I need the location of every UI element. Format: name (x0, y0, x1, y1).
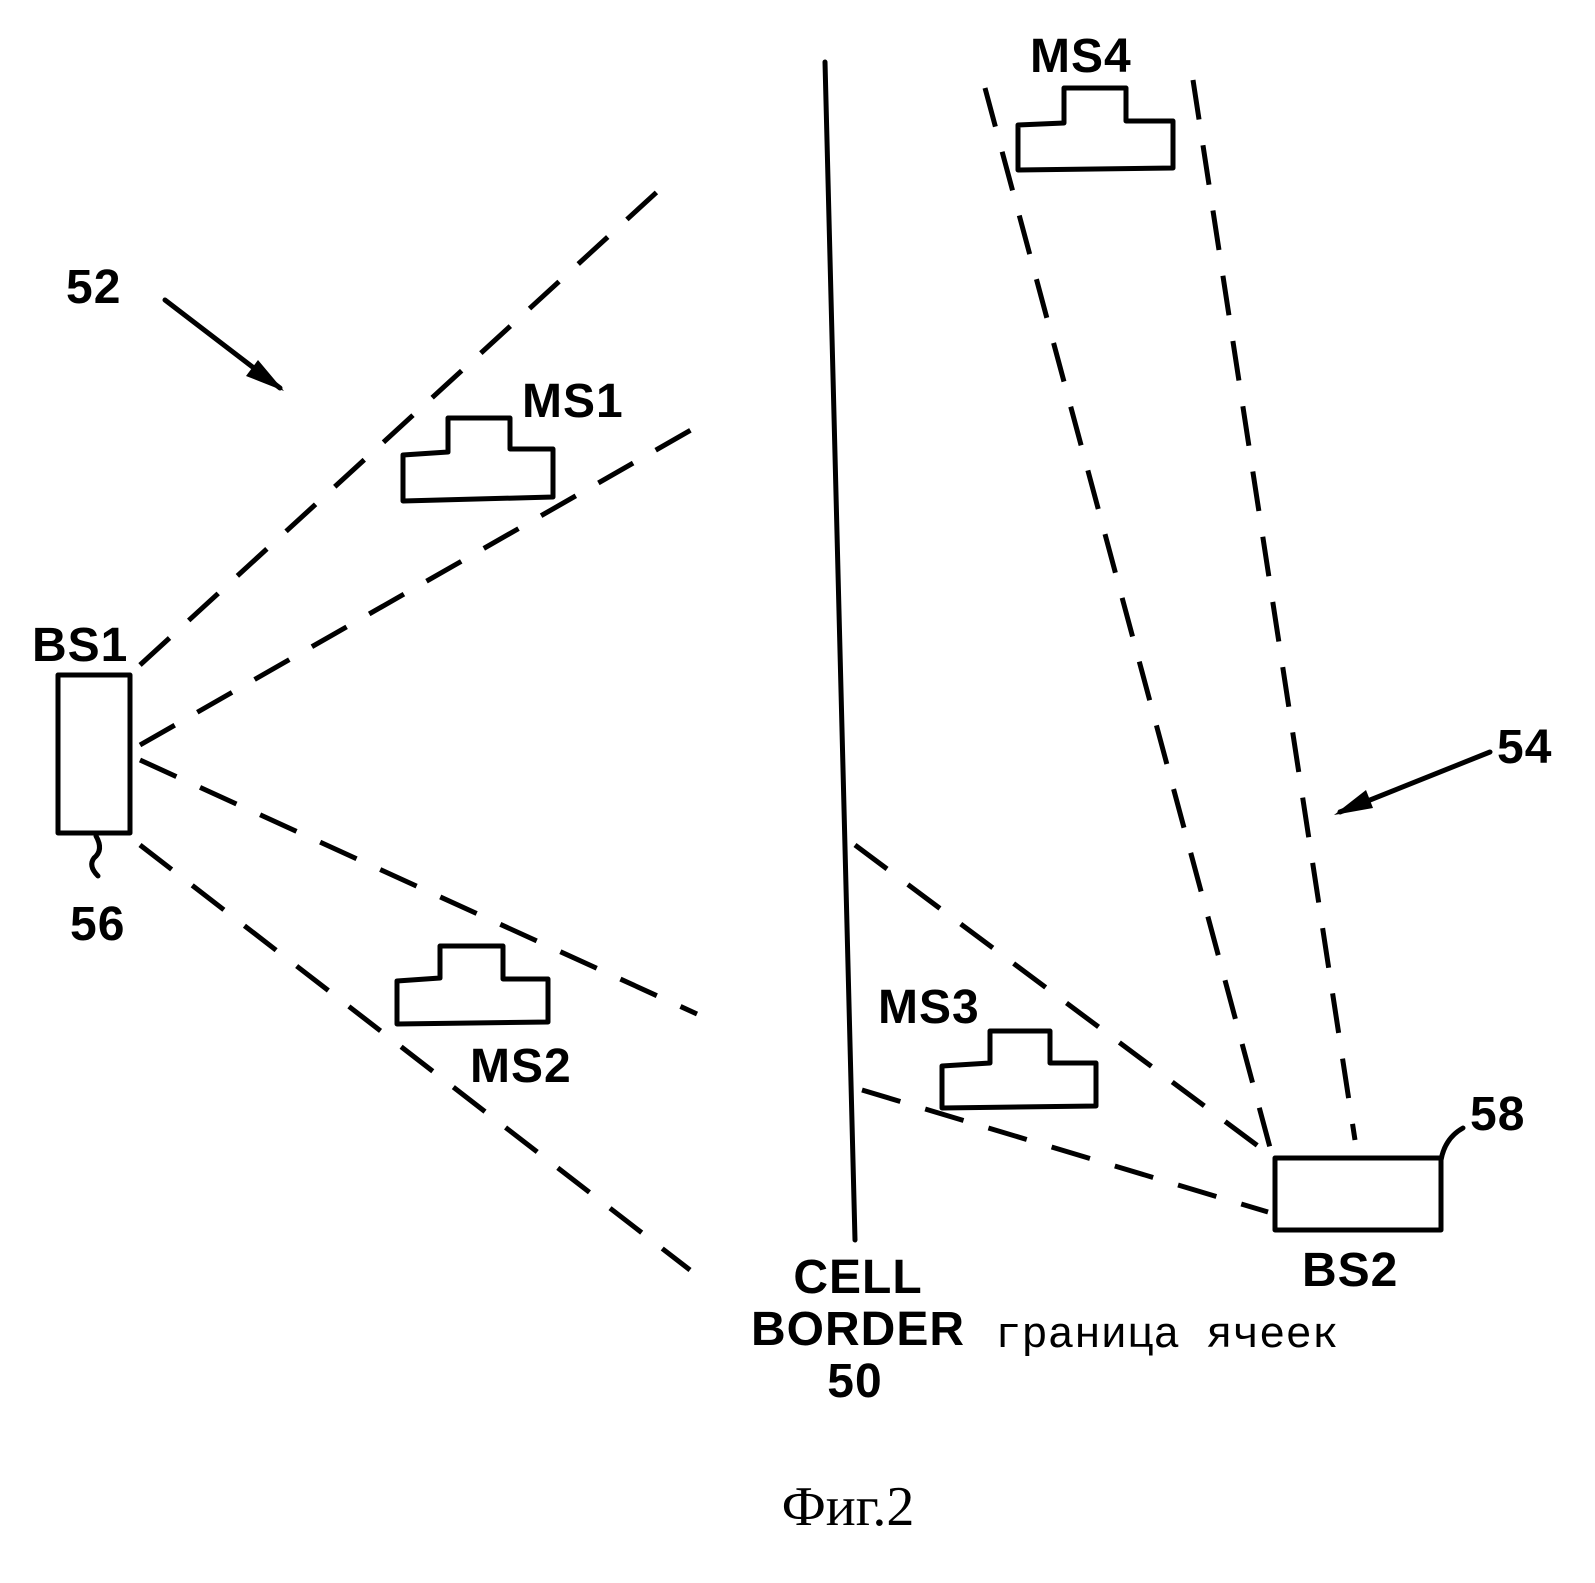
cell-border-ru-label: граница ячеек (995, 1311, 1338, 1361)
cell-border-label-line2: BORDER (751, 1303, 965, 1356)
ms2-label: MS2 (470, 1040, 572, 1093)
cell-border-label-line3: 50 (827, 1355, 882, 1408)
bs1-beam-ms2-lower (138, 843, 692, 1272)
ms4-label: MS4 (1030, 30, 1132, 83)
ms1-label: MS1 (522, 375, 624, 428)
bs1-beam-ms1-upper (138, 178, 672, 667)
ref-52-arrowhead (246, 360, 284, 391)
bs2-beam-ms3-lower (861, 1087, 1269, 1215)
bs2-beam-ms3-upper (853, 842, 1272, 1158)
bs2-beam-ms4-left (982, 87, 1275, 1156)
ref-56-label: 56 (70, 898, 125, 951)
ms4-mobile-station (1015, 85, 1176, 173)
bs1-ref-leader (89, 833, 102, 879)
bs1-beam-ms2-upper (138, 757, 699, 1017)
ms3-label: MS3 (878, 981, 980, 1034)
ref-54-label: 54 (1497, 721, 1552, 774)
bs2-beam-ms4-right (1190, 79, 1358, 1141)
bs1-label: BS1 (32, 619, 128, 672)
ms3-mobile-station (939, 1028, 1099, 1111)
ms1-mobile-station (400, 415, 556, 504)
ref-58-label: 58 (1470, 1088, 1525, 1141)
figure-caption: Фиг.2 (782, 1476, 915, 1538)
bs2-label: BS2 (1302, 1244, 1398, 1297)
ms2-mobile-station (394, 943, 551, 1027)
cell-border-line (822, 59, 858, 1243)
ref-52-label: 52 (66, 261, 121, 314)
bs2-base-station (1272, 1155, 1444, 1233)
ref-54-arrowhead (1334, 790, 1373, 815)
cell-border-label-line1: CELL (793, 1251, 922, 1304)
bs2-ref-leader (1438, 1125, 1466, 1163)
bs1-beam-ms1-lower (138, 419, 707, 748)
bs1-base-station (55, 672, 133, 836)
